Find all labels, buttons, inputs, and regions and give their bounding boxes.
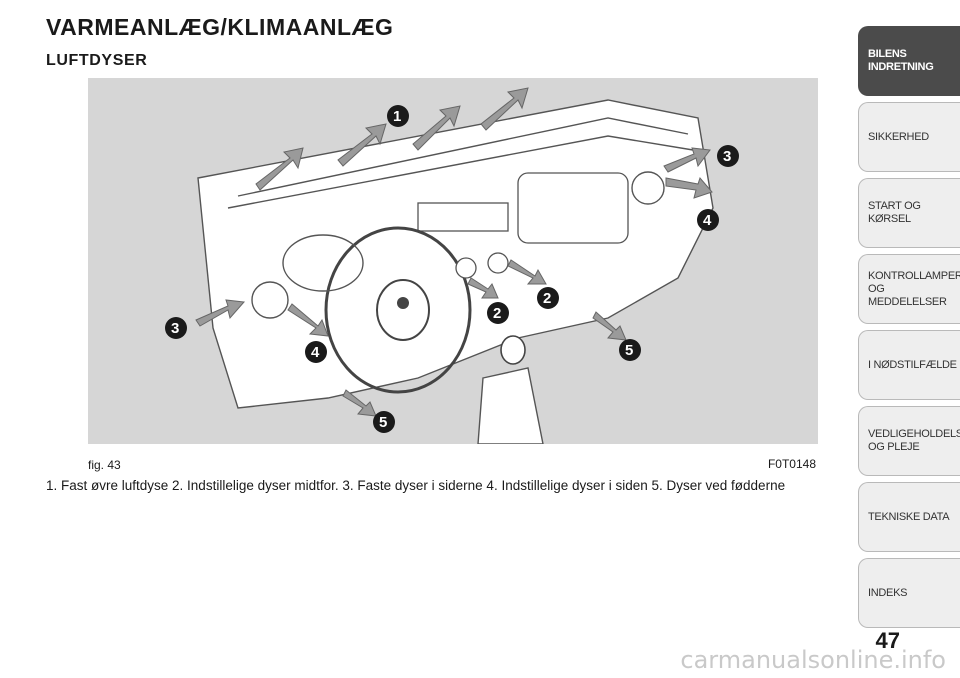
airflow-arrow xyxy=(467,277,499,299)
tab-bilens-indretning[interactable]: BILENS INDRETNING xyxy=(858,26,960,96)
svg-text:2: 2 xyxy=(493,305,501,322)
callout-5: 5 xyxy=(373,411,395,433)
gear-shift-boot xyxy=(477,367,544,444)
callout-3: 3 xyxy=(717,145,739,167)
airflow-arrow xyxy=(287,303,329,337)
airflow-arrow xyxy=(337,123,387,167)
airflow-arrow xyxy=(663,147,711,173)
airflow-arrow xyxy=(507,259,547,285)
steering-logo xyxy=(397,297,409,309)
svg-text:5: 5 xyxy=(625,342,633,359)
airflow-arrow xyxy=(342,389,377,417)
airflow-arrow xyxy=(412,105,461,151)
tab-sikkerhed[interactable]: SIKKERHED xyxy=(858,102,960,172)
steering-hub xyxy=(376,279,430,341)
callout-4: 4 xyxy=(305,341,327,363)
page-number: 47 xyxy=(875,628,900,653)
dash-top-edge xyxy=(227,135,694,209)
gear-knob xyxy=(500,335,526,365)
callout-5: 5 xyxy=(619,339,641,361)
tab-i-nodstilfaelde[interactable]: I NØDSTILFÆLDE xyxy=(858,330,960,400)
svg-text:4: 4 xyxy=(703,212,712,229)
airflow-arrows xyxy=(195,87,713,417)
section-subtitle: LUFTDYSER xyxy=(46,52,148,69)
right-vent xyxy=(631,171,665,205)
page-title: VARMEANLÆG/KLIMAANLÆG xyxy=(46,14,394,40)
watermark: carmanualsonline.info xyxy=(680,646,946,674)
airflow-arrow xyxy=(255,147,304,191)
svg-text:4: 4 xyxy=(311,344,320,361)
figure-code: F0T0148 xyxy=(767,457,816,471)
dashboard-drawing: 1 2 2 3 3 4 4 5 5 xyxy=(165,87,739,444)
callout-2: 2 xyxy=(487,302,509,324)
svg-text:5: 5 xyxy=(379,414,387,431)
radio-slot xyxy=(417,202,509,232)
callout-3: 3 xyxy=(165,317,187,339)
tab-vedligeholdelse[interactable]: VEDLIGEHOLDELSE OG PLEJE xyxy=(858,406,960,476)
tab-start-og-korsel[interactable]: START OG KØRSEL xyxy=(858,178,960,248)
steering-wheel xyxy=(324,226,472,394)
figure-caption: 1. Fast øvre luftdyse 2. Indstillelige d… xyxy=(46,478,786,493)
center-vent-right xyxy=(487,252,509,274)
dashboard-illustration: 1 2 2 3 3 4 4 5 5 xyxy=(88,78,818,444)
glovebox xyxy=(517,172,629,244)
center-vent-left xyxy=(455,257,477,279)
airflow-arrow xyxy=(592,311,627,341)
left-vent xyxy=(251,281,289,319)
svg-text:3: 3 xyxy=(171,320,179,337)
tab-indeks[interactable]: INDEKS xyxy=(858,558,960,628)
svg-text:2: 2 xyxy=(543,290,551,307)
airflow-arrow xyxy=(480,87,529,131)
windshield-edge xyxy=(237,117,689,197)
instrument-cluster xyxy=(282,234,364,292)
airflow-arrow xyxy=(195,299,246,327)
callout-2: 2 xyxy=(537,287,559,309)
callout-4: 4 xyxy=(697,209,719,231)
svg-text:3: 3 xyxy=(723,148,731,165)
tab-kontrollamper[interactable]: KONTROLLAMPER OG MEDDELELSER xyxy=(858,254,960,324)
chapter-tabs: BILENS INDRETNING SIKKERHED START OG KØR… xyxy=(858,26,960,634)
figure-label: fig. 43 xyxy=(88,458,121,472)
tab-tekniske-data[interactable]: TEKNISKE DATA xyxy=(858,482,960,552)
svg-text:1: 1 xyxy=(393,108,401,125)
callout-1: 1 xyxy=(387,105,409,127)
airflow-arrow xyxy=(665,177,713,199)
